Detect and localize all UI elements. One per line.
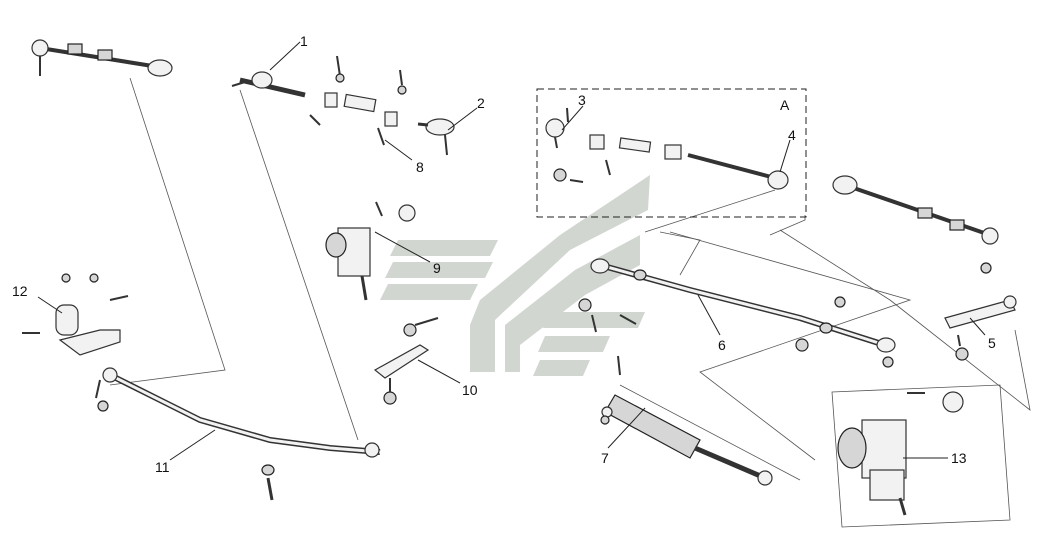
callout-11: 11	[155, 459, 170, 475]
callout-5: 5	[988, 335, 996, 351]
steering-gear-part-9	[325, 201, 416, 301]
tie-rod-part-4	[687, 153, 789, 190]
centre-link-part-11	[95, 367, 381, 501]
tie-rod-assembly-top-right	[832, 175, 999, 274]
callout-8: 8	[416, 159, 424, 175]
pitman-arm-part-10	[373, 317, 439, 405]
callout-4: 4	[788, 127, 796, 143]
callout-1: 1	[300, 33, 308, 49]
callout-6: 6	[718, 337, 726, 353]
arm-part-5	[944, 295, 1017, 361]
callout-7: 7	[601, 450, 609, 466]
callout-9: 9	[433, 260, 441, 276]
tie-rod-end-part-2	[417, 118, 455, 156]
tie-rod-part-6	[578, 258, 896, 368]
callout-2: 2	[477, 95, 485, 111]
guide-lines	[109, 77, 1031, 481]
detail-a-linkage	[589, 134, 682, 176]
ball-joint-part-3	[545, 107, 584, 183]
callout-12: 12	[12, 283, 28, 299]
steering-gear-frame	[831, 384, 1011, 528]
callout-3: 3	[578, 92, 586, 108]
leader-lines	[37, 41, 986, 461]
callout-labels: 1 2 3 4 5 6 7 8 9 10 11 12 13	[12, 33, 996, 475]
callout-13: 13	[951, 450, 967, 466]
bolt-set-part-8	[309, 55, 407, 146]
callout-10: 10	[462, 382, 478, 398]
tie-rod-end-part-1	[231, 71, 306, 98]
detail-a-label: A	[780, 97, 790, 113]
tie-rod-assembly-top-left	[31, 39, 173, 77]
steering-damper-part-7	[600, 355, 773, 486]
steering-gear-part-13	[837, 391, 964, 516]
idler-arm-part-12	[22, 273, 129, 356]
detail-a-frame	[536, 88, 807, 218]
